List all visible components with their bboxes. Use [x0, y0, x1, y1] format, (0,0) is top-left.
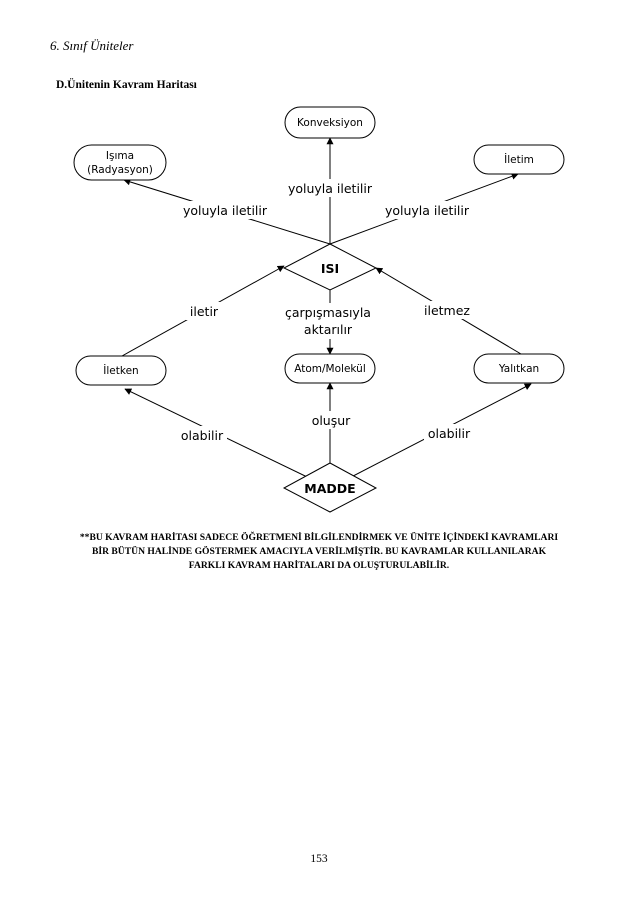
edge-label-backgrounds — [177, 179, 476, 444]
teacher-note-line2: BİR BÜTÜN HALİNDE GÖSTERMEK AMACIYLA VER… — [91, 546, 547, 557]
edge-madde-iletken — [124, 388, 331, 489]
node-iletken: İletken — [75, 355, 167, 386]
node-konveksiyon-label: Konveksiyon — [297, 117, 363, 129]
node-yalitkan: Yalıtkan — [473, 353, 565, 384]
node-iletken-label: İletken — [103, 364, 138, 377]
edge-label-yoluyla-center: yoluyla iletilir — [288, 181, 373, 196]
node-isi: ISI — [282, 243, 378, 291]
edge-label-olusur: oluşur — [312, 413, 351, 428]
node-iletim: İletim — [473, 144, 565, 175]
teacher-note: **BU KAVRAM HARİTASI SADECE ÖĞRETMENİ Bİ… — [44, 531, 594, 573]
edge-label-olabilir-left: olabilir — [181, 428, 224, 443]
page-number: 153 — [310, 853, 328, 865]
node-yalitkan-label: Yalıtkan — [498, 363, 539, 375]
teacher-note-line3: FARKLI KAVRAM HARİTALARI DA OLUŞTURULABİ… — [188, 560, 450, 571]
node-konveksiyon: Konveksiyon — [284, 106, 376, 139]
edge-label-iletmez: iletmez — [424, 303, 470, 318]
teacher-note-line1: **BU KAVRAM HARİTASI SADECE ÖĞRETMENİ Bİ… — [79, 532, 559, 543]
edge-label-carpisma-line2: aktarılır — [304, 322, 353, 337]
edge-label-carpisma-line1: çarpışmasıyla — [285, 305, 371, 320]
edge-label-yoluyla-left: yoluyla iletilir — [183, 203, 268, 218]
section-title: D.Ünitenin Kavram Haritası — [56, 79, 197, 91]
page-header: 6. Sınıf Üniteler — [50, 38, 134, 53]
node-atom-molekul-label: Atom/Molekül — [294, 363, 366, 375]
edge-label-yoluyla-right: yoluyla iletilir — [385, 203, 470, 218]
node-atom-molekul: Atom/Molekül — [284, 353, 376, 384]
edge-label-iletir: iletir — [190, 304, 219, 319]
node-isima: Işıma (Radyasyon) — [73, 144, 167, 181]
node-madde: MADDE — [282, 462, 378, 513]
node-isima-label-line2: (Radyasyon) — [87, 164, 153, 176]
node-madde-label: MADDE — [304, 481, 355, 496]
node-iletim-label: İletim — [504, 153, 534, 166]
node-isi-label: ISI — [321, 261, 339, 276]
edge-label-olabilir-right: olabilir — [428, 426, 471, 441]
node-isima-label-line1: Işıma — [106, 150, 134, 162]
